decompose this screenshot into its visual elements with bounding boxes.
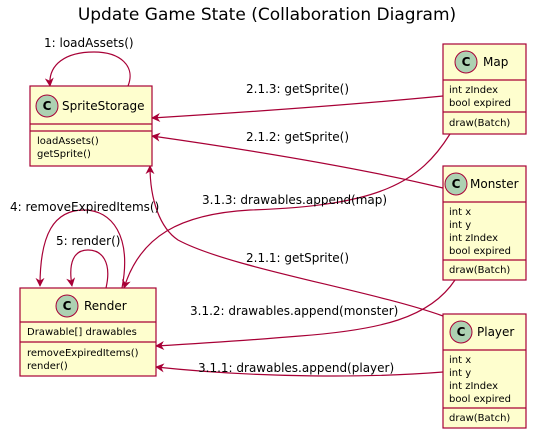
class-render: C Render Drawable[] drawables removeExpi… (19, 287, 157, 377)
class-stereotype-icon (55, 294, 79, 318)
edge-remove-expired (35, 209, 126, 289)
label-append-player: 3.1.1: drawables.append(player) (198, 361, 394, 375)
label-load-assets: 1: loadAssets() (44, 36, 134, 50)
class-player: C Player int x int y int zIndex bool exp… (442, 313, 527, 429)
label-player-get-sprite: 2.1.1: getSprite() (246, 251, 349, 265)
class-field: bool expired (449, 98, 511, 109)
label-remove-expired: 4: removeExpiredItems() (10, 200, 159, 214)
class-field: Drawable[] drawables (27, 327, 137, 338)
class-field: int zIndex (449, 381, 498, 392)
svg-text:C: C (63, 299, 72, 313)
class-name: Monster (470, 177, 519, 191)
edge-map-get-sprite (151, 95, 444, 122)
class-field: int zIndex (449, 233, 498, 244)
diagram-title: Update Game State (Collaboration Diagram… (78, 5, 456, 25)
class-method: draw(Batch) (449, 413, 510, 424)
class-stereotype-icon (444, 172, 468, 196)
svg-text:C: C (43, 99, 52, 113)
label-append-map: 3.1.3: drawables.append(map) (202, 193, 387, 207)
class-field: bool expired (449, 246, 511, 257)
edge-render-self (66, 249, 109, 289)
label-render-self: 5: render() (56, 234, 120, 248)
class-name: Render (84, 299, 127, 313)
label-map-get-sprite: 2.1.3: getSprite() (246, 82, 349, 96)
svg-text:C: C (452, 177, 461, 191)
label-append-monster: 3.1.2: drawables.append(monster) (190, 304, 398, 318)
class-stereotype-icon (35, 94, 59, 118)
class-method: removeExpiredItems() (27, 348, 139, 359)
class-name: SpriteStorage (62, 99, 145, 113)
edge-append-player (155, 363, 444, 377)
edge-load-assets (44, 51, 131, 87)
label-monster-get-sprite: 2.1.2: getSprite() (246, 130, 349, 144)
class-method: draw(Batch) (449, 118, 510, 129)
class-name: Player (477, 325, 514, 339)
class-field: int y (449, 368, 471, 379)
class-field: int y (449, 220, 471, 231)
svg-text:C: C (462, 55, 471, 69)
class-field: int x (449, 355, 471, 366)
class-method: getSprite() (37, 149, 91, 160)
edge-append-map (122, 133, 451, 289)
class-map: C Map int zIndex bool expired draw(Batch… (442, 43, 527, 135)
class-stereotype-icon (454, 50, 478, 74)
class-field: int x (449, 207, 471, 218)
class-method: loadAssets() (37, 136, 99, 147)
edge-monster-get-sprite (151, 132, 444, 189)
class-field: bool expired (449, 394, 511, 405)
edge-player-get-sprite (145, 165, 444, 317)
class-field: int zIndex (449, 85, 498, 96)
svg-text:C: C (457, 325, 466, 339)
class-stereotype-icon (449, 320, 473, 344)
class-method: draw(Batch) (449, 265, 510, 276)
edge-append-monster (155, 279, 456, 351)
class-monster: C Monster int x int y int zIndex bool ex… (442, 165, 527, 281)
class-name: Map (483, 55, 508, 69)
class-method: render() (27, 361, 68, 372)
class-sprite-storage: C SpriteStorage loadAssets() getSprite() (29, 85, 153, 167)
